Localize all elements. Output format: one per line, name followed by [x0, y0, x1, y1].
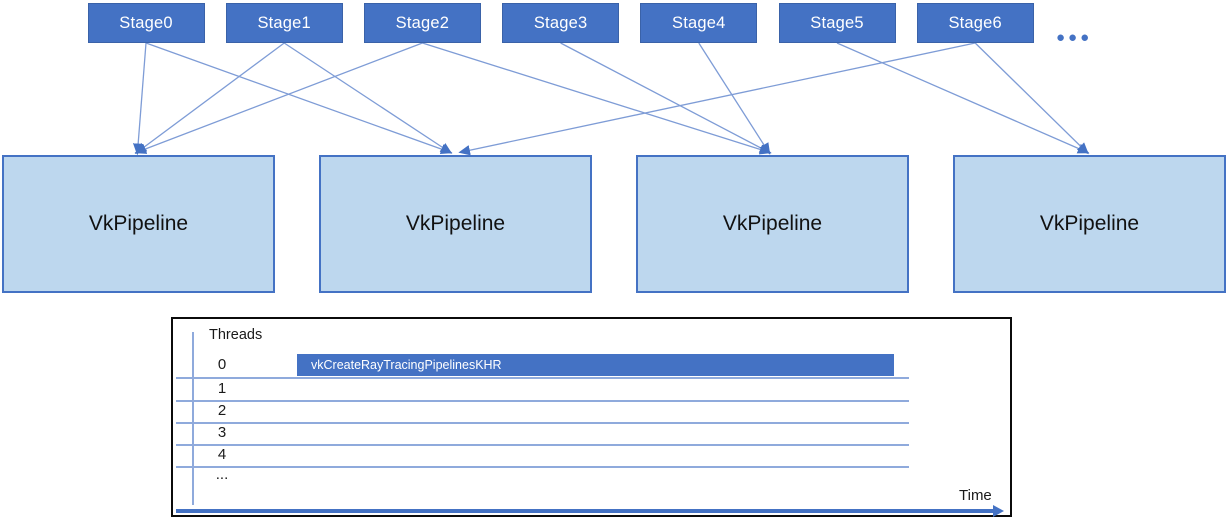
thread-row-divider: [176, 444, 909, 446]
thread-row-label: 2: [217, 402, 227, 419]
connector-arrow: [560, 42, 772, 154]
stage-label: Stage3: [533, 13, 588, 32]
pipeline-box: VkPipeline: [636, 155, 909, 293]
pipeline-label: VkPipeline: [1039, 212, 1140, 235]
stage-box: Stage2: [363, 3, 481, 43]
pipeline-box: VkPipeline: [319, 155, 592, 293]
thread-row-label: 4: [217, 446, 227, 463]
time-axis-label: Time: [959, 487, 992, 504]
pipeline-box: VkPipeline: [953, 155, 1226, 293]
connector-arrow: [422, 42, 772, 155]
pipeline-box: VkPipeline: [2, 155, 275, 293]
thread-row-label: 3: [217, 424, 227, 441]
stage-box: Stage5: [778, 3, 896, 43]
thread-row-label: ...: [215, 466, 229, 483]
stage-label: Stage0: [119, 13, 173, 32]
stage-box: Stage0: [87, 3, 205, 43]
connector-arrow: [134, 42, 285, 154]
time-axis-arrowhead-icon: [993, 505, 1004, 517]
connector-arrow: [836, 42, 1090, 154]
thread-row-divider: [176, 466, 909, 468]
pipeline-label: VkPipeline: [88, 212, 189, 235]
threads-axis-title: Threads: [209, 327, 263, 343]
thread-row-divider: [176, 422, 909, 424]
pipeline-label: VkPipeline: [722, 212, 823, 235]
thread-row-divider: [176, 400, 909, 402]
stage-box: Stage3: [502, 3, 620, 43]
thread-row-divider: [176, 377, 909, 379]
stage-label: Stage5: [810, 13, 864, 32]
stage-label: Stage6: [948, 13, 1002, 32]
stage-box: Stage1: [225, 3, 343, 43]
connector-arrow: [283, 42, 453, 154]
task-bar-vkCreateRayTracingPipelinesKHR: vkCreateRayTracingPipelinesKHR: [297, 354, 894, 376]
thread-timeline-panel: Threads 0 1 2 3 4 ... vkCreateRayTracing…: [171, 317, 1012, 517]
connector-arrow: [145, 42, 453, 155]
stage-label: Stage2: [395, 13, 450, 32]
stage-box: Stage6: [916, 3, 1034, 43]
stage-label: Stage4: [672, 13, 726, 32]
connector-arrow: [698, 42, 771, 155]
threads-axis-line: [192, 332, 194, 505]
connector-arrow: [134, 42, 423, 154]
connector-arrow: [132, 42, 147, 156]
connector-arrow: [974, 42, 1089, 155]
thread-row-label: 1: [217, 380, 227, 397]
connector-arrow: [458, 42, 976, 156]
thread-row-label: 0: [217, 356, 227, 373]
stage-label: Stage1: [257, 13, 311, 32]
pipeline-label: VkPipeline: [405, 212, 506, 235]
time-axis-arrow: [176, 509, 995, 513]
ellipsis-icon: ●●●: [1056, 29, 1093, 46]
stage-box: Stage4: [640, 3, 758, 43]
